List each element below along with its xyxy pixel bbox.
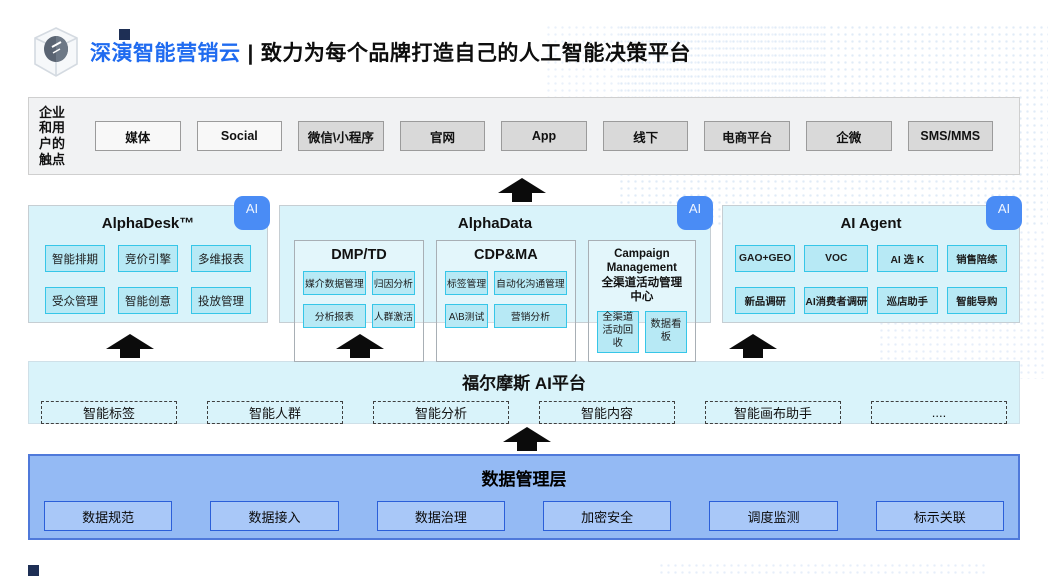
ai-badge: AI	[677, 196, 713, 230]
up-arrow-icon	[106, 334, 154, 358]
arrow-row	[0, 323, 1048, 361]
touchpoint-item-media: 媒体	[95, 121, 181, 151]
group-title: CDP&MA	[474, 247, 538, 263]
data-layer-items: 数据规范 数据接入 数据治理 加密安全 调度监测 标示关联	[44, 501, 1004, 531]
group-box-campaign-management: Campaign Management 全渠道活动管理中心 全渠道活动回收 数据…	[587, 240, 696, 362]
up-arrow-icon	[503, 427, 551, 451]
touchpoint-item-offline: 线下	[602, 121, 689, 151]
product-box-ai-agent: AI AI Agent GAO+GEO VOC AI 选 K 销售陪练 新品调研…	[722, 196, 1022, 323]
alphadata-groups: DMP/TD 媒介数据管理 归因分析 分析报表 人群激活 CDP&MA 标签管理…	[294, 240, 696, 362]
ai-platform-panel: 福尔摩斯 AI平台 智能标签 智能人群 智能分析 智能内容 智能画布助手 ...…	[28, 361, 1020, 424]
module-item: 智能排期	[45, 245, 105, 272]
module-item: 营销分析	[494, 304, 567, 328]
touchpoint-item-app: App	[501, 121, 587, 151]
ai-badge: AI	[986, 196, 1022, 230]
product-title: AI Agent	[840, 215, 902, 232]
module-item: A\B测试	[444, 304, 489, 328]
ai-platform-item: 智能标签	[41, 401, 177, 424]
decorative-square	[28, 565, 39, 576]
module-item: 媒介数据管理	[303, 271, 366, 295]
module-item: VOC	[804, 245, 869, 272]
group-modules: 全渠道活动回收 数据看板	[596, 310, 687, 353]
module-item: AI消费者调研	[804, 287, 869, 314]
touchpoints-label-line: 企业	[39, 104, 66, 120]
data-layer-item: 数据接入	[210, 501, 339, 531]
up-arrow-icon	[729, 334, 777, 358]
brand-logo-icon	[34, 27, 78, 77]
module-item: 销售陪练	[946, 245, 1007, 272]
product-box-alphadata: AI AlphaData DMP/TD 媒介数据管理 归因分析 分析报表 人群激…	[279, 196, 713, 362]
data-layer-item: 标示关联	[875, 501, 1004, 531]
page-title: 深演智能营销云 | 致力为每个品牌打造自己的人工智能决策平台	[90, 37, 691, 67]
data-layer-panel: 数据管理层 数据规范 数据接入 数据治理 加密安全 调度监测 标示关联	[28, 454, 1020, 540]
module-item: 投放管理	[191, 287, 251, 314]
touchpoints-label-line: 触点	[39, 151, 66, 167]
product-title: AlphaDesk™	[101, 215, 195, 232]
group-modules: 媒介数据管理 归因分析 分析报表 人群激活	[303, 271, 415, 328]
module-item: 全渠道活动回收	[596, 310, 639, 353]
product-title: AlphaData	[457, 215, 533, 232]
module-item: 智能创意	[118, 287, 178, 314]
group-title-en: Campaign Management	[606, 248, 678, 275]
group-box-dmp-td: DMP/TD 媒介数据管理 归因分析 分析报表 人群激活	[294, 240, 424, 362]
ai-platform-item: 智能内容	[539, 401, 675, 424]
module-item: 巡店助手	[877, 287, 938, 314]
products-row: AI AlphaDesk™ 智能排期 竞价引擎 多维报表 受众管理 智能创意 投…	[28, 196, 1022, 362]
module-item: 多维报表	[191, 245, 251, 272]
ai-platform-item-more: ....	[871, 401, 1007, 424]
group-modules: 标签管理 自动化沟通管理 A\B测试 营销分析	[444, 271, 567, 328]
ai-platform-item: 智能画布助手	[705, 401, 841, 424]
module-item: 归因分析	[371, 271, 415, 295]
module-item: 数据看板	[644, 310, 687, 353]
module-item: 新品调研	[735, 287, 796, 314]
touchpoints-label-line: 户的	[39, 136, 66, 151]
touchpoints-label: 企业 和用 户的 触点	[39, 105, 81, 167]
touchpoint-item-wechat-miniprogram: 微信\小程序	[298, 121, 384, 151]
ai-platform-item: 智能分析	[373, 401, 509, 424]
module-item: 标签管理	[444, 271, 489, 295]
touchpoint-item-website: 官网	[399, 121, 486, 151]
touchpoint-item-social: Social	[196, 121, 283, 151]
data-layer-item: 加密安全	[542, 501, 672, 531]
alphadesk-modules: 智能排期 竞价引擎 多维报表 受众管理 智能创意 投放管理	[45, 245, 251, 314]
group-title-cn: 全渠道活动管理中心	[601, 276, 683, 304]
touchpoint-item-ecommerce: 电商平台	[704, 121, 790, 151]
group-title: DMP/TD	[331, 247, 387, 263]
touchpoints-items: 媒体 Social 微信\小程序 官网 App 线下 电商平台 企微 SMS/M…	[95, 121, 994, 151]
group-title: Campaign Management 全渠道活动管理中心	[597, 247, 687, 305]
data-layer-item: 调度监测	[709, 501, 838, 531]
data-layer-title: 数据管理层	[481, 470, 567, 489]
decorative-square	[119, 29, 130, 40]
module-item: GAO+GEO	[735, 245, 796, 272]
brand-name: 深演智能营销云	[90, 42, 241, 65]
ai-platform-item: 智能人群	[207, 401, 343, 424]
arrow-row	[0, 175, 1048, 205]
arrow-row	[0, 424, 1048, 454]
data-layer-item: 数据规范	[44, 501, 173, 531]
touchpoints-bar: 企业 和用 户的 触点 媒体 Social 微信\小程序 官网 App 线下 电…	[28, 97, 1020, 175]
product-box-alphadesk: AI AlphaDesk™ 智能排期 竞价引擎 多维报表 受众管理 智能创意 投…	[28, 196, 270, 323]
module-item: 智能导购	[946, 287, 1007, 314]
ai-agent-modules: GAO+GEO VOC AI 选 K 销售陪练 新品调研 AI消费者调研 巡店助…	[735, 245, 1007, 314]
up-arrow-icon	[498, 178, 546, 202]
ai-badge: AI	[234, 196, 270, 230]
module-item: 人群激活	[371, 304, 415, 328]
module-item: 自动化沟通管理	[494, 271, 567, 295]
group-box-cdp-ma: CDP&MA 标签管理 自动化沟通管理 A\B测试 营销分析	[435, 240, 576, 362]
ai-platform-items: 智能标签 智能人群 智能分析 智能内容 智能画布助手 ....	[41, 401, 1007, 424]
page-tagline: 致力为每个品牌打造自己的人工智能决策平台	[260, 42, 691, 65]
module-item: 竞价引擎	[118, 245, 178, 272]
touchpoint-item-sms: SMS/MMS	[907, 121, 994, 151]
module-item: 分析报表	[303, 304, 366, 328]
up-arrow-icon	[336, 334, 384, 358]
page-header: 深演智能营销云 | 致力为每个品牌打造自己的人工智能决策平台	[32, 24, 1048, 80]
data-layer-item: 数据治理	[376, 501, 505, 531]
module-item: AI 选 K	[877, 245, 938, 272]
title-divider: |	[247, 42, 254, 65]
touchpoints-label-line: 和用	[39, 120, 66, 136]
module-item: 受众管理	[45, 287, 105, 314]
ai-platform-title: 福尔摩斯 AI平台	[462, 374, 586, 393]
touchpoint-item-wecom: 企微	[805, 121, 892, 151]
dotted-map-pattern	[658, 562, 988, 576]
